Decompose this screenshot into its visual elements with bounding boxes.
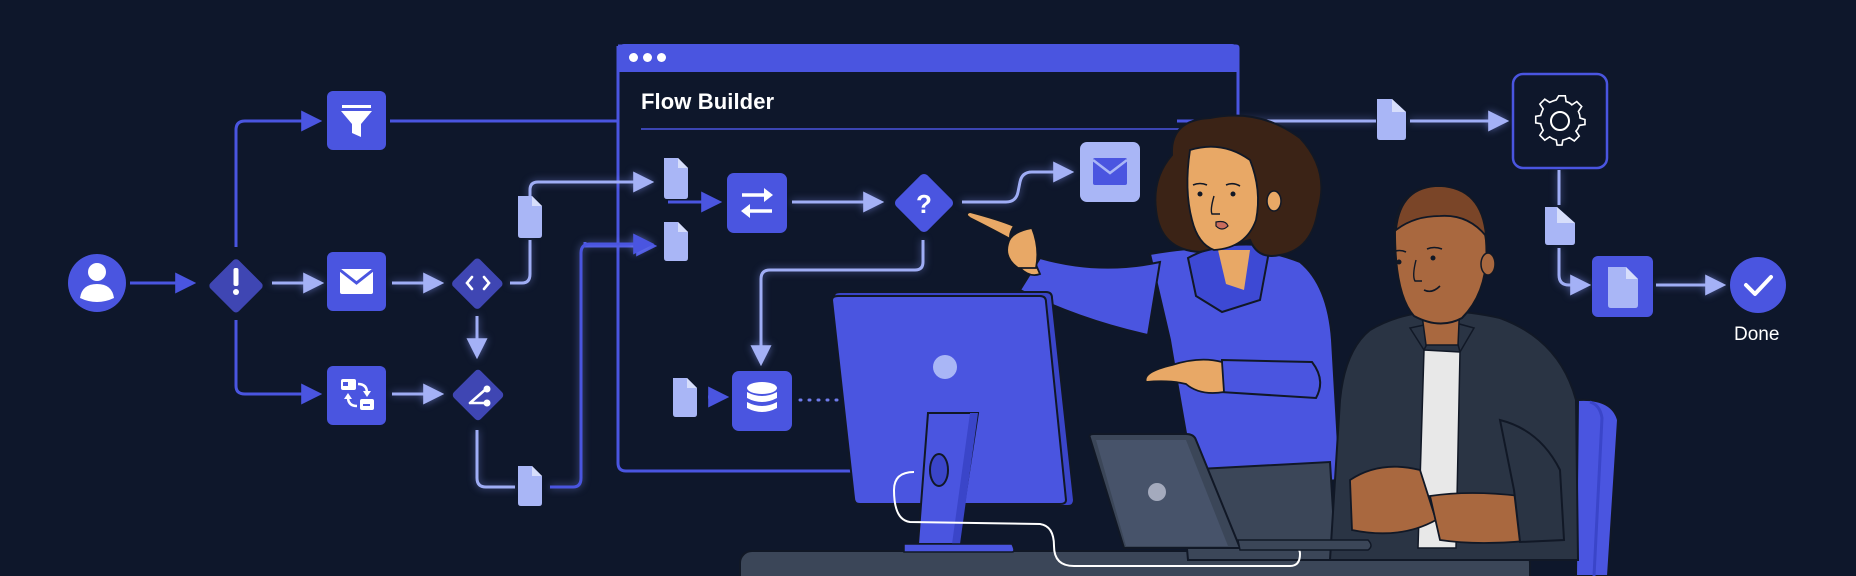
- swap-icon[interactable]: [727, 173, 787, 233]
- document-icon[interactable]: [1592, 256, 1653, 317]
- email-icon[interactable]: [327, 252, 386, 311]
- man-figure: [1328, 184, 1580, 561]
- window-dot-icon[interactable]: [629, 53, 638, 62]
- window-title: Flow Builder: [641, 89, 775, 114]
- alert-icon[interactable]: [208, 258, 265, 315]
- sync-icon[interactable]: [327, 366, 386, 425]
- done-label: Done: [1734, 324, 1780, 345]
- check-icon[interactable]: [1730, 257, 1786, 313]
- share-icon[interactable]: [451, 368, 505, 422]
- email-icon[interactable]: [1080, 142, 1140, 202]
- gear-icon[interactable]: [1511, 72, 1609, 170]
- svg-text:?: ?: [916, 189, 932, 219]
- code-icon[interactable]: [450, 257, 504, 311]
- filter-icon[interactable]: [327, 91, 386, 150]
- user-icon[interactable]: [68, 254, 126, 312]
- flow-builder-window-frame: [616, 44, 1240, 473]
- laptop: [1088, 433, 1372, 551]
- window-dot-icon[interactable]: [657, 53, 666, 62]
- database-icon[interactable]: [732, 371, 792, 431]
- window-dot-icon[interactable]: [643, 53, 652, 62]
- window-controls: [629, 53, 666, 62]
- woman-figure: [966, 114, 1342, 561]
- monitor-back: [830, 291, 1302, 567]
- question-icon[interactable]: ?: [893, 172, 955, 234]
- chair: [1574, 398, 1620, 576]
